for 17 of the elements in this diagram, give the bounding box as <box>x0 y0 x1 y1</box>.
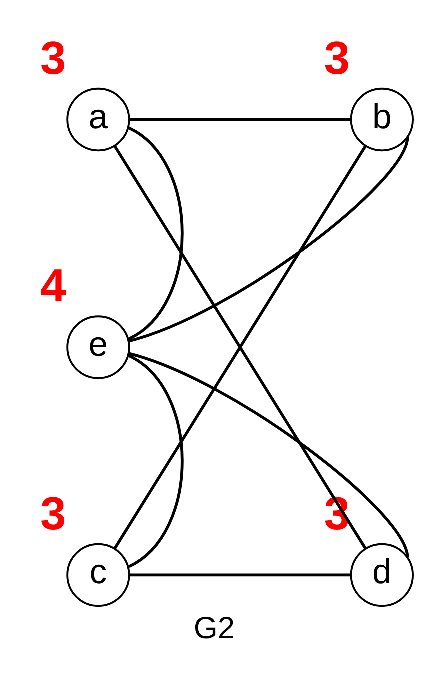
node-circle: d <box>350 542 414 607</box>
node-circle: a <box>66 87 130 152</box>
node-label: 4 <box>40 259 66 312</box>
node-circle: b <box>350 87 414 152</box>
connector <box>130 118 352 121</box>
node-label: 3 <box>40 31 66 84</box>
connector <box>128 354 184 568</box>
node-circle: c <box>66 542 130 607</box>
connector <box>130 573 352 576</box>
connector <box>128 136 410 342</box>
connector <box>128 126 184 340</box>
node-circle: e <box>66 315 130 379</box>
node-label: 3 <box>324 31 350 84</box>
connector <box>114 144 367 549</box>
connector <box>128 352 410 558</box>
caption: G2 <box>194 610 236 646</box>
node-label: 3 <box>40 486 66 539</box>
